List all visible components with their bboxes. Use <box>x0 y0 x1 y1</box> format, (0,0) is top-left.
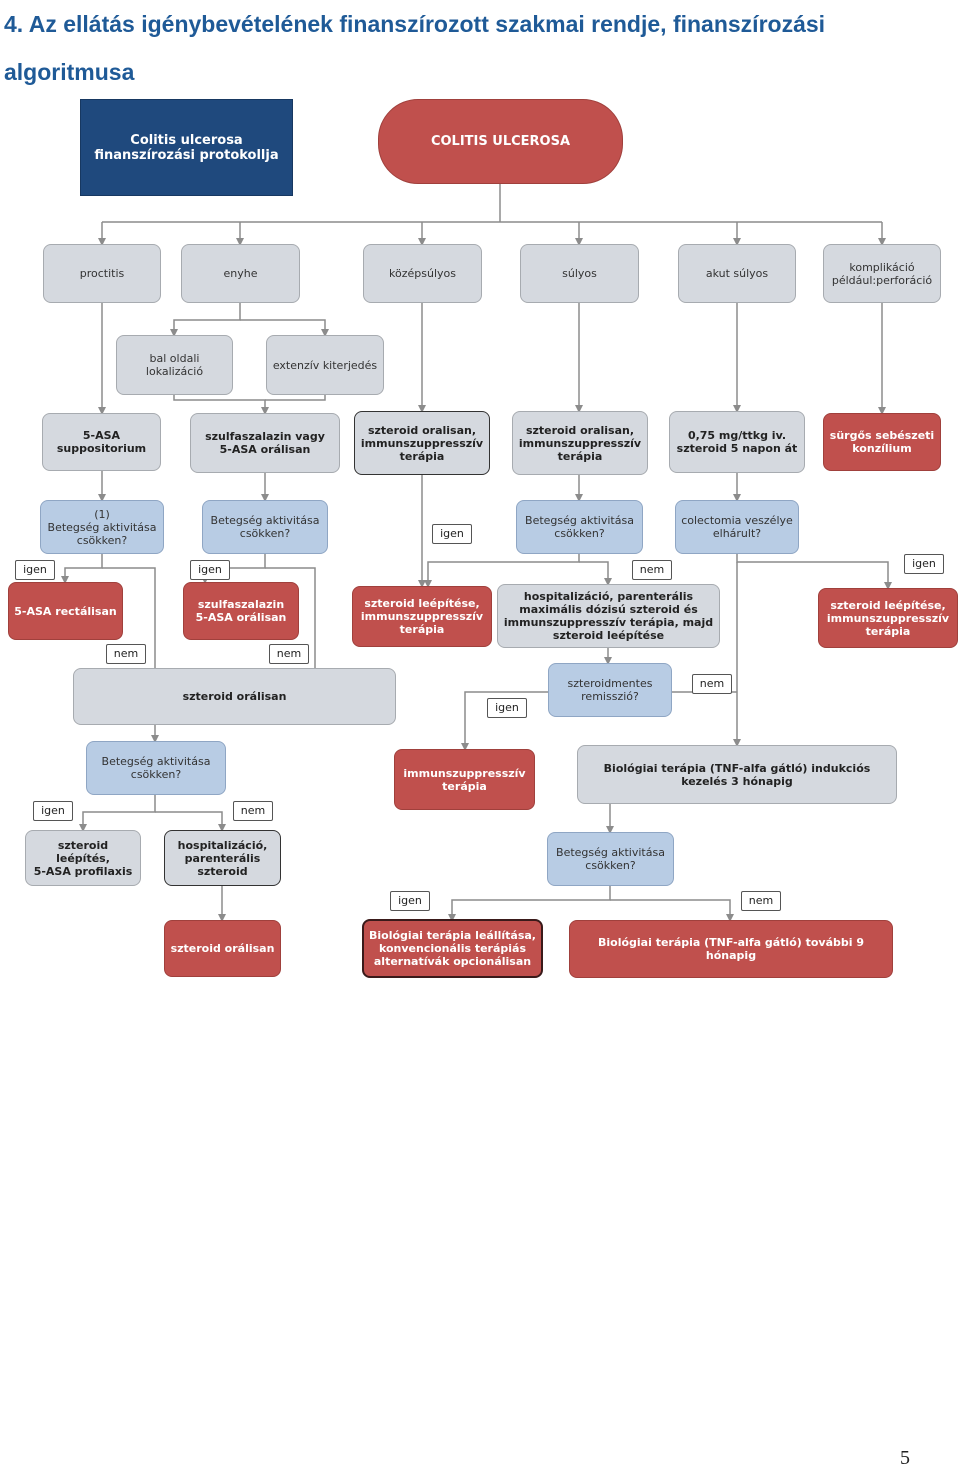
enyhe-node: enyhe <box>181 244 300 303</box>
asa-suppositorium-node: 5-ASA suppositorium <box>42 413 161 471</box>
bio-leallitas-node: Biológiai terápia leállítása, konvencion… <box>362 919 543 978</box>
label-igen-5: igen <box>904 554 944 574</box>
iv-szteroid-node: 0,75 mg/ttkg iv. szteroid 5 napon át <box>669 411 805 473</box>
asa-rectalisan-node: 5-ASA rectálisan <box>8 582 123 640</box>
sulyos-node: súlyos <box>520 244 639 303</box>
remisszio-question-node: szteroidmentes remisszió? <box>548 663 672 717</box>
bio-indukcio-node: Biológiai terápia (TNF-alfa gátló) induk… <box>577 745 897 804</box>
label-nem-9: nem <box>692 674 732 694</box>
label-igen-12: igen <box>390 891 430 911</box>
page-title: 4. Az ellátás igénybevételének finanszír… <box>4 11 826 85</box>
label-nem-13: nem <box>741 891 781 911</box>
hospitalizacio-node-1: hospitalizáció, parenterális maximális d… <box>497 584 720 648</box>
sebeszeti-konzilium-node: sürgős sebészeti konzílium <box>823 413 941 471</box>
szteroid-immun-node-2: szteroid oralisan, immunszuppresszív ter… <box>512 411 648 475</box>
label-igen-1: igen <box>15 560 55 580</box>
label-igen-2: igen <box>190 560 230 580</box>
leepites-immun-node-2: szteroid leépítése, immunszuppresszív te… <box>818 588 958 648</box>
page-number: 5 <box>900 1447 910 1469</box>
leepites-asa-node: szteroid leépítés, 5-ASA profilaxis <box>25 830 141 886</box>
hospitalizacio-node-2: hospitalizáció, parenterális szteroid <box>164 830 281 886</box>
bio-tovabbi-node: Biológiai terápia (TNF-alfa gátló) továb… <box>569 920 893 978</box>
szteroid-oralisan-node-1: szteroid orálisan <box>73 668 396 725</box>
label-igen-8: igen <box>487 698 527 718</box>
label-nem-7: nem <box>269 644 309 664</box>
label-nem-4: nem <box>632 560 672 580</box>
szulfaszalazin-vagy-node: szulfaszalazin vagy 5-ASA orálisan <box>190 413 340 473</box>
colitis-ulcerosa-root: COLITIS ULCEROSA <box>378 99 623 184</box>
immunszuppressziv-node: immunszuppresszív terápia <box>394 749 535 810</box>
szteroid-immun-node-1: szteroid oralisan, immunszuppresszív ter… <box>354 411 490 475</box>
label-nem-11: nem <box>233 801 273 821</box>
bal-oldali-node: bal oldali lokalizáció <box>116 335 233 395</box>
extenziv-node: extenzív kiterjedés <box>266 335 384 395</box>
szteroid-oralisan-node-2: szteroid orálisan <box>164 920 281 977</box>
leepites-immun-node-1: szteroid leépítése, immunszuppresszív te… <box>352 586 492 647</box>
akut-sulyos-node: akut súlyos <box>678 244 796 303</box>
question-node-5: Betegség aktivitása csökken? <box>86 741 226 795</box>
protocol-title-box: Colitis ulcerosa finanszírozási protokol… <box>80 99 293 196</box>
question-node-3: Betegség aktivitása csökken? <box>516 500 643 554</box>
question-node-4: colectomia veszélye elhárult? <box>675 500 799 554</box>
label-igen-3: igen <box>432 524 472 544</box>
proctitis-node: proctitis <box>43 244 161 303</box>
question-node-2: Betegség aktivitása csökken? <box>202 500 328 554</box>
kozepsulyos-node: középsúlyos <box>363 244 482 303</box>
komplikacio-node: komplikáció például:perforáció <box>823 244 941 303</box>
question-node-1: (1) Betegség aktivitása csökken? <box>40 500 164 554</box>
szulfaszalazin-oral-node: szulfaszalazin 5-ASA orálisan <box>183 582 299 640</box>
label-igen-10: igen <box>33 801 73 821</box>
label-nem-6: nem <box>106 644 146 664</box>
question-node-6: Betegség aktivitása csökken? <box>547 832 674 886</box>
